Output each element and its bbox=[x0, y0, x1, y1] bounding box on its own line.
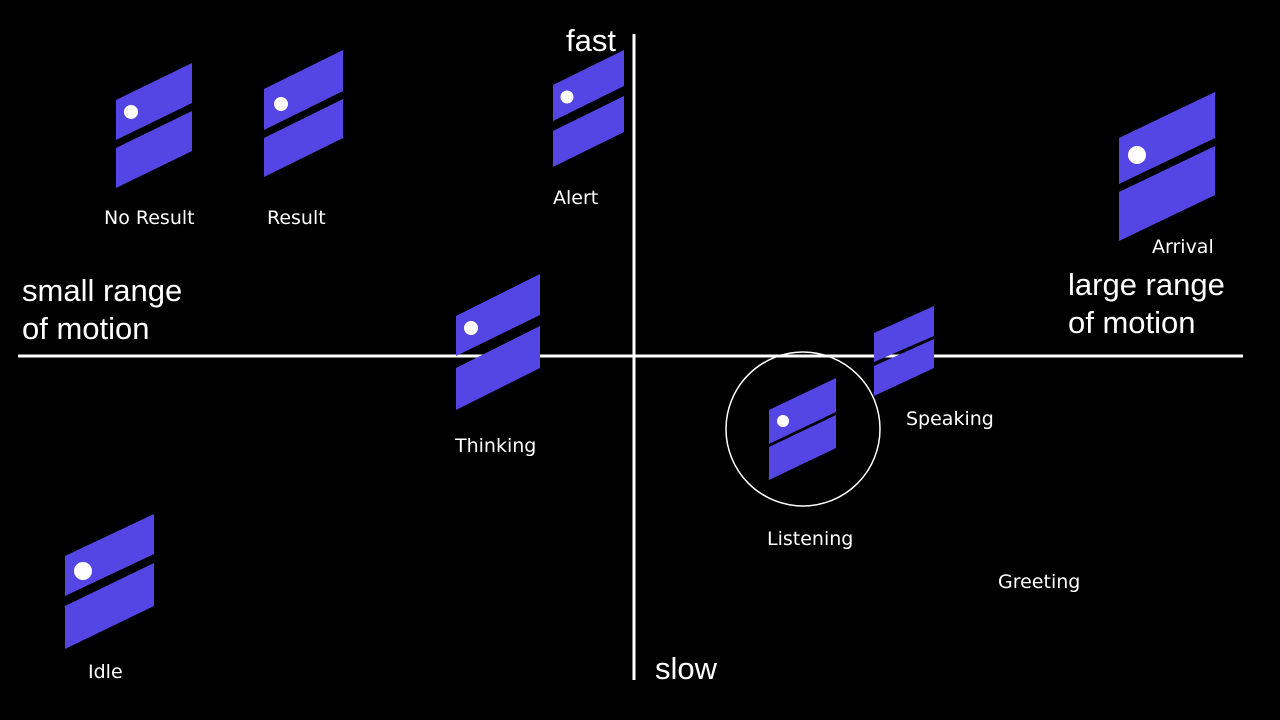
state-label-listening: Listening bbox=[767, 528, 854, 550]
thinking-icon bbox=[456, 274, 540, 410]
listening-icon bbox=[769, 378, 836, 480]
listening-highlight-ring bbox=[725, 351, 881, 507]
state-label-alert: Alert bbox=[553, 187, 599, 209]
state-label-thinking: Thinking bbox=[455, 435, 537, 457]
axis-label-large-range: large range of motion bbox=[1068, 266, 1225, 342]
speaking-icon bbox=[874, 306, 934, 396]
axis-label-small-range: small range of motion bbox=[22, 272, 182, 348]
state-label-greeting: Greeting bbox=[998, 571, 1081, 593]
state-label-idle: Idle bbox=[88, 661, 123, 683]
axis-label-small-line1: small range bbox=[22, 273, 183, 308]
axis-label-fast: fast bbox=[566, 23, 616, 58]
arrival-icon bbox=[1119, 92, 1215, 241]
alert-icon bbox=[553, 50, 624, 167]
result-icon bbox=[264, 50, 343, 177]
axis-label-small-line2: of motion bbox=[22, 311, 150, 346]
idle-icon bbox=[65, 514, 154, 649]
axis-label-slow: slow bbox=[655, 651, 718, 686]
axis-label-large-line1: large range bbox=[1068, 267, 1225, 302]
axis-label-large-line2: of motion bbox=[1068, 305, 1196, 340]
state-label-speaking: Speaking bbox=[906, 408, 994, 430]
state-label-result: Result bbox=[267, 207, 326, 229]
state-label-arrival: Arrival bbox=[1152, 236, 1214, 258]
no-result-icon bbox=[116, 63, 192, 188]
state-label-no-result: No Result bbox=[104, 207, 195, 229]
